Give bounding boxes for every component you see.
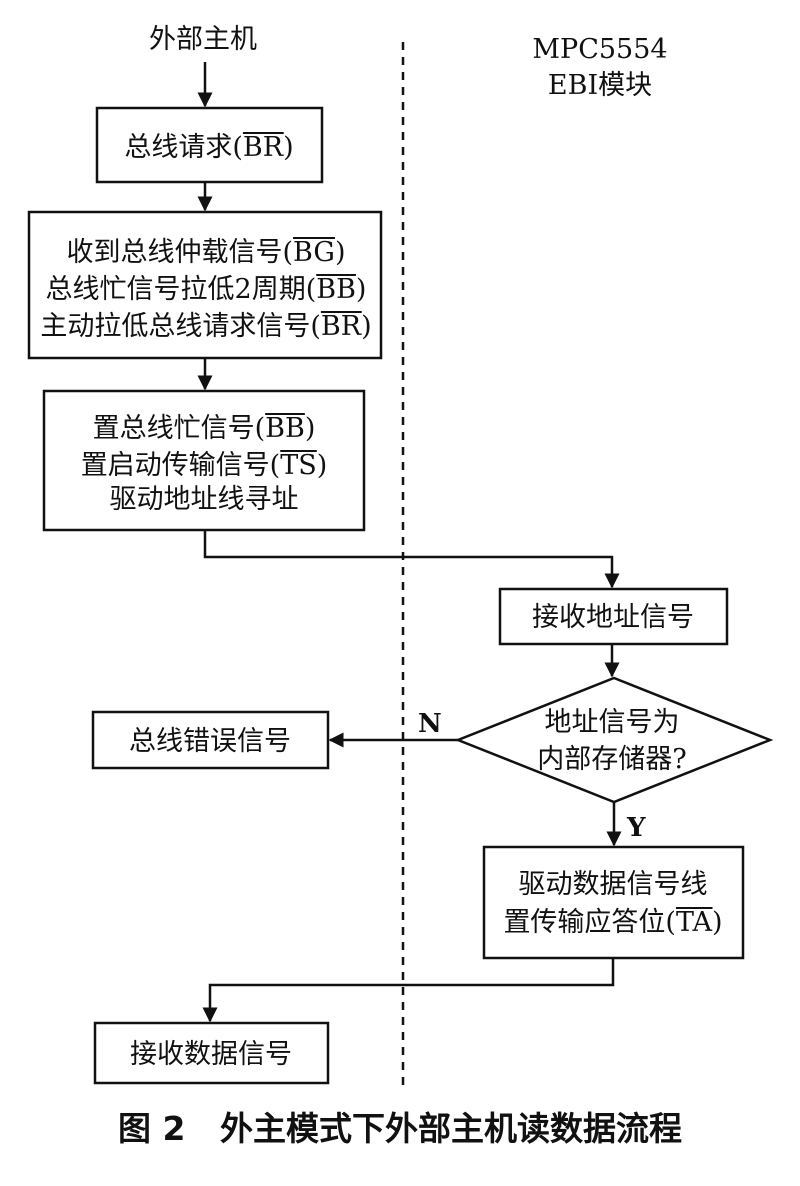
signal-bb-overbar: BB (316, 274, 356, 305)
decision-line1: 地址信号为 (545, 707, 680, 738)
step-grant-line2: 总线忙信号拉低2周期(BB) (46, 274, 367, 305)
arrow-drive-to-recv-addr (203, 530, 620, 589)
step-drive-data-line2: 置传输应答位(TA) (503, 907, 722, 938)
decision-line2: 内部存储器? (537, 744, 686, 775)
figure-caption: 图 2 外主模式下外部主机读数据流程 (118, 1109, 682, 1148)
step-receive-data-box (93, 1021, 330, 1085)
signal-overbars (242, 132, 713, 909)
step-receive-address-box (498, 587, 729, 646)
signal-br-overbar: BR (243, 132, 284, 163)
step-drive-address-line2: 置启动传输信号(TS) (81, 450, 328, 481)
branch-yes-label: Y (626, 813, 646, 843)
step-bus-error-box (91, 710, 330, 770)
branch-no-label: N (418, 709, 442, 739)
step-drive-address-line1: 置总线忙信号(BB) (93, 413, 316, 444)
step-grant-line3: 主动拉低总线请求信号(BR) (40, 311, 371, 342)
signal-ts-overbar: TS (280, 450, 317, 481)
signal-br-overbar: BR (321, 311, 362, 342)
step-receive-address-label: 接收地址信号 (532, 602, 694, 633)
decision-internal-memory (454, 676, 774, 804)
step-grant-box (27, 210, 383, 360)
step-drive-address-box (42, 389, 366, 532)
step-bus-request-box (95, 106, 324, 184)
step-receive-data-label: 接收数据信号 (130, 1039, 292, 1070)
signal-bb-overbar: BB (265, 413, 305, 444)
step-drive-address-line3: 驱动地址线寻址 (110, 484, 299, 515)
signal-ta-overbar: TA (676, 907, 713, 938)
arrow-drive-data-to-recv-data (202, 958, 615, 1023)
right-lane-header-line2: EBI模块 (548, 70, 652, 101)
step-drive-data-line1: 驱动数据信号线 (519, 869, 708, 900)
step-grant-line1: 收到总线仲载信号(BG) (66, 237, 345, 268)
step-drive-data-box (482, 845, 745, 960)
step-bus-request-label: 总线请求(BR) (124, 132, 293, 163)
signal-bg-overbar: BG (293, 237, 335, 268)
left-lane-header: 外部主机 (149, 24, 257, 55)
step-bus-error-label: 总线错误信号 (129, 726, 291, 757)
right-lane-header-line1: MPC5554 (532, 34, 667, 65)
